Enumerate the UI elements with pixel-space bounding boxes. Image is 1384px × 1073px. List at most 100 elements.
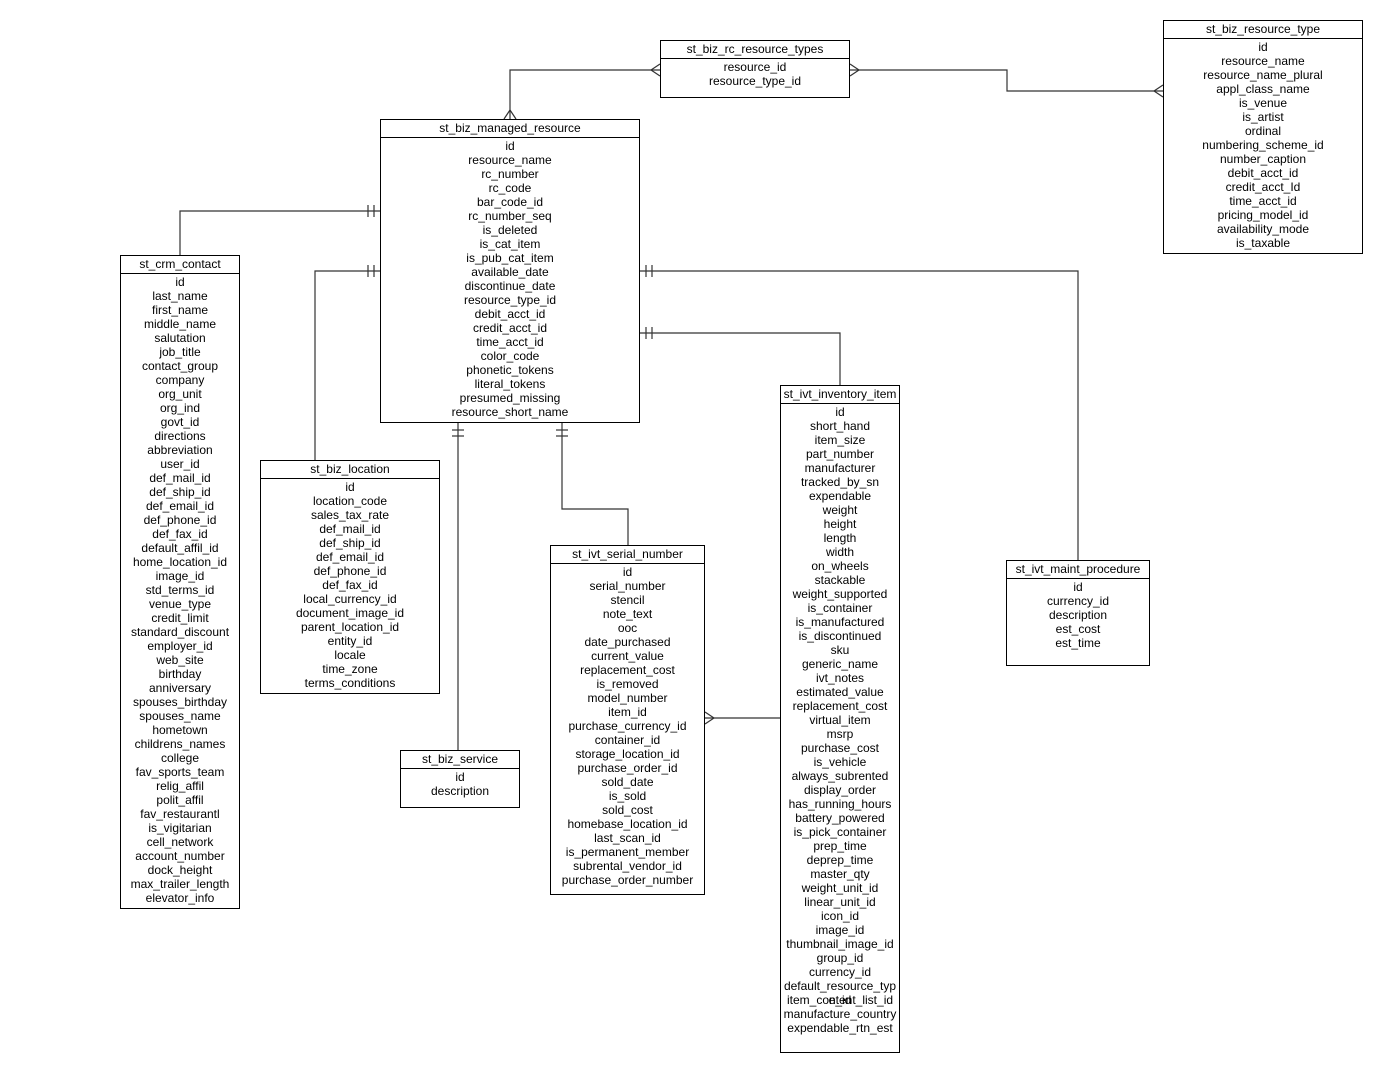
entity-field: first_name xyxy=(151,303,209,317)
entity-field: time_zone xyxy=(322,662,378,676)
entity-field: virtual_item xyxy=(809,713,871,727)
entity-field: max_trailer_length xyxy=(130,877,230,891)
entity-field: location_code xyxy=(312,494,388,508)
entity-field: on_wheels xyxy=(811,559,869,573)
entity-field: time_acct_id xyxy=(476,335,544,349)
entity-field: container_id xyxy=(594,733,661,747)
link-inventory-item xyxy=(640,332,841,385)
entity-field: venue_type xyxy=(148,597,212,611)
entity-field: sold_date xyxy=(601,775,654,789)
entity-field: phonetic_tokens xyxy=(466,363,554,377)
entity-field: image_id xyxy=(815,923,865,937)
entity-field: def_fax_id xyxy=(322,578,378,592)
entity-field: id xyxy=(505,139,515,153)
entity-field: rc_number xyxy=(481,167,539,181)
entity-field: prep_time xyxy=(813,839,867,853)
entity-field: std_terms_id xyxy=(145,583,215,597)
entity-field: expendable_rtn_est xyxy=(787,1021,893,1035)
entity-field: resource_id xyxy=(723,60,787,74)
entity-field: short_hand xyxy=(809,419,871,433)
entity-field: credit_acct_id xyxy=(472,321,548,335)
entity-field: id xyxy=(1073,580,1083,594)
entity-field: description xyxy=(430,784,490,798)
entity-field: fav_restaurantl xyxy=(140,807,220,821)
entity-field: number_caption xyxy=(1219,152,1307,166)
entity-field: id xyxy=(1258,40,1268,54)
entity-field: entity_id xyxy=(327,634,373,648)
entity-field: bar_code_id xyxy=(476,195,544,209)
entity-field: current_value xyxy=(591,649,664,663)
entity-field: id xyxy=(175,275,185,289)
entity-field: resource_type_id xyxy=(708,74,802,88)
entity-field: has_running_hours xyxy=(788,797,892,811)
entity-title: st_biz_location xyxy=(261,461,439,479)
entity-field: purchase_order_number xyxy=(561,873,694,887)
entity-field: birthday xyxy=(158,667,202,681)
many-marker xyxy=(704,711,716,725)
entity-field: document_image_id xyxy=(295,606,405,620)
entity-title: st_biz_managed_resource xyxy=(381,120,639,138)
entity-field: hometown xyxy=(152,723,208,737)
entity-field: sales_tax_rate xyxy=(310,508,390,522)
entity-field: rc_number_seq xyxy=(468,209,552,223)
entity-title: st_biz_rc_resource_types xyxy=(661,41,849,59)
entity-field: credit_limit xyxy=(151,611,209,625)
entity-field: id xyxy=(345,480,355,494)
link-rc-types-resource-type xyxy=(850,69,1163,92)
entity-field: is_manufactured xyxy=(795,615,885,629)
entity-field: serial_number xyxy=(589,579,666,593)
entity-field: default_affil_id xyxy=(141,541,219,555)
entity-field: date_purchased xyxy=(584,635,671,649)
entity-field: salutation xyxy=(154,331,206,345)
entity-field: spouses_name xyxy=(139,709,221,723)
entity-field: directions xyxy=(154,429,206,443)
entity-field: msrp xyxy=(826,727,854,741)
entity-field: is_discontinued xyxy=(798,629,882,643)
entity-field: length xyxy=(823,531,857,545)
entity-field: is_removed xyxy=(596,677,659,691)
entity-field: def_mail_id xyxy=(319,522,381,536)
entity-title: st_crm_contact xyxy=(121,256,239,274)
entity-field: est_cost xyxy=(1055,622,1101,636)
entity-field: is_deleted xyxy=(482,223,538,237)
entity-field: employer_id xyxy=(147,639,213,653)
entity-field: org_unit xyxy=(158,387,202,401)
entity-field: availability_mode xyxy=(1216,222,1310,236)
entity-field: is_container xyxy=(807,601,873,615)
entity-field: pricing_model_id xyxy=(1217,208,1309,222)
entity-field: def_ship_id xyxy=(319,536,381,550)
entity-field: anniversary xyxy=(148,681,212,695)
entity-field: is_permanent_member xyxy=(565,845,690,859)
entity-field: is_vigitarian xyxy=(148,821,212,835)
entity-field: def_email_id xyxy=(145,499,215,513)
entity-field: master_qty xyxy=(810,867,870,881)
entity-title: st_ivt_inventory_item xyxy=(781,386,899,404)
entity-field: always_subrented xyxy=(791,769,889,783)
many-marker xyxy=(503,108,517,120)
entity-title: st_ivt_maint_procedure xyxy=(1007,561,1149,579)
entity-field: org_ind xyxy=(159,401,201,415)
entity-field: item_content_list_id xyxy=(786,993,894,1007)
entity-field: def_email_id xyxy=(315,550,385,564)
entity-field: icon_id xyxy=(820,909,860,923)
entity-field: locale xyxy=(334,648,366,662)
entity-field: image_id xyxy=(155,569,205,583)
entity-field: polit_affil xyxy=(156,793,204,807)
entity-field: childrens_names xyxy=(134,737,226,751)
entity-field: govt_id xyxy=(160,415,200,429)
entity-field: is_vehicle xyxy=(813,755,867,769)
entity-field: is_pub_cat_item xyxy=(466,251,554,265)
